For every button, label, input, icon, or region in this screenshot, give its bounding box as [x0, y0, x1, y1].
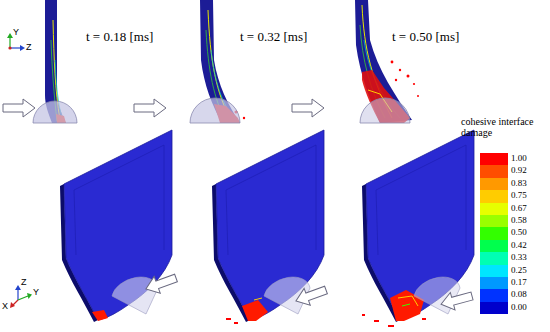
axis-label: Y [13, 28, 19, 38]
legend-value: 0.00 [511, 303, 527, 313]
section-panel-3-part [391, 61, 394, 64]
legend-value: 0.67 [511, 204, 527, 214]
axis-triad-part [13, 300, 18, 305]
legend-swatch [480, 165, 508, 177]
axis-triad-part [15, 285, 21, 290]
legend-value: 0.08 [511, 290, 527, 300]
flow-arrow-part [134, 99, 166, 117]
plate-panel-2-part [226, 318, 231, 320]
axis-triad-part [10, 47, 21, 48]
legend-title: cohesive interface damage [461, 116, 547, 138]
flow-arrow-part [3, 99, 35, 117]
plate-panel-3-part [362, 130, 474, 322]
plate-panel-1-part [60, 130, 172, 322]
plate-panel-3-part [402, 304, 410, 306]
section-panel-3-part [417, 95, 419, 97]
section-panel-2-part [190, 98, 240, 123]
section-panel-2 [190, 0, 245, 123]
plate-panel-2-part [254, 298, 262, 300]
section-panel-3-part [360, 98, 410, 123]
legend-value: 0.58 [511, 216, 527, 226]
legend-swatch [480, 240, 508, 252]
legend-swatch [480, 178, 508, 190]
legend-value: 1.00 [511, 154, 527, 164]
plate-panel-3-part [422, 318, 426, 320]
flow-arrow-part [293, 282, 329, 310]
axis-label: Z [21, 278, 27, 288]
section-panel-2-part [243, 117, 245, 119]
section-panel-3-part [355, 0, 412, 123]
legend-swatch [480, 277, 508, 289]
legend-value: 0.92 [511, 166, 527, 176]
legend-value: 0.83 [511, 179, 527, 189]
section-panel-3-part [413, 83, 415, 85]
plate-panel-3-part [398, 296, 418, 306]
section-panel-3-part [407, 75, 410, 78]
legend-value: 0.25 [511, 266, 527, 276]
axis-triad-part [27, 293, 32, 299]
legend-value: 0.75 [511, 191, 527, 201]
plate-panel-2-part [242, 300, 268, 321]
axis-label: X [2, 302, 8, 312]
axis-triad-part [20, 45, 25, 51]
legend-swatch [480, 265, 508, 277]
legend-swatch [480, 203, 508, 215]
plate-panel-1-part [92, 310, 108, 321]
flow-arrow-part [143, 270, 179, 298]
axis-triad [10, 285, 32, 308]
legend-swatch [480, 153, 508, 165]
time-label: t = 0.50 [ms] [392, 30, 459, 44]
plate-panel-3-part [388, 325, 394, 327]
legend-value: 0.50 [511, 228, 527, 238]
axis-triad-part [8, 46, 11, 49]
legend-swatch [480, 252, 508, 264]
legend-swatch [480, 190, 508, 202]
section-panel-3-part [395, 79, 397, 81]
plate-panel-1 [60, 130, 172, 322]
axis-label: Y [33, 288, 39, 298]
legend-value: 0.42 [511, 241, 527, 251]
time-label: t = 0.32 [ms] [240, 30, 307, 44]
flow-arrow [143, 270, 474, 313]
section-panel-3 [355, 0, 419, 123]
section-panel-3-part [399, 69, 401, 71]
time-label: t = 0.18 [ms] [86, 30, 153, 44]
axis-triad-part [10, 302, 15, 308]
legend-value: 0.33 [511, 253, 527, 263]
plate-panel-2-part [234, 322, 238, 324]
plate-panel-3-part [374, 320, 379, 322]
plate-panel-3-part [362, 314, 365, 316]
axis-triad-part [18, 296, 28, 300]
legend-swatch [480, 227, 508, 239]
plate-panel-3 [362, 130, 474, 327]
flow-arrow-part [292, 99, 324, 117]
axis-triad-part [7, 33, 13, 38]
axis-triad-part [9, 37, 10, 48]
axis-triad-part [17, 289, 18, 300]
axis-label: Z [26, 43, 32, 53]
section-panel-1 [33, 0, 77, 123]
legend-value: 0.17 [511, 278, 527, 288]
flow-arrow-part [439, 287, 475, 313]
legend-swatch [480, 302, 508, 314]
flow-arrow [3, 99, 324, 117]
section-panel-1-part [33, 101, 77, 123]
legend-swatch [480, 289, 508, 301]
legend-swatch [480, 215, 508, 227]
